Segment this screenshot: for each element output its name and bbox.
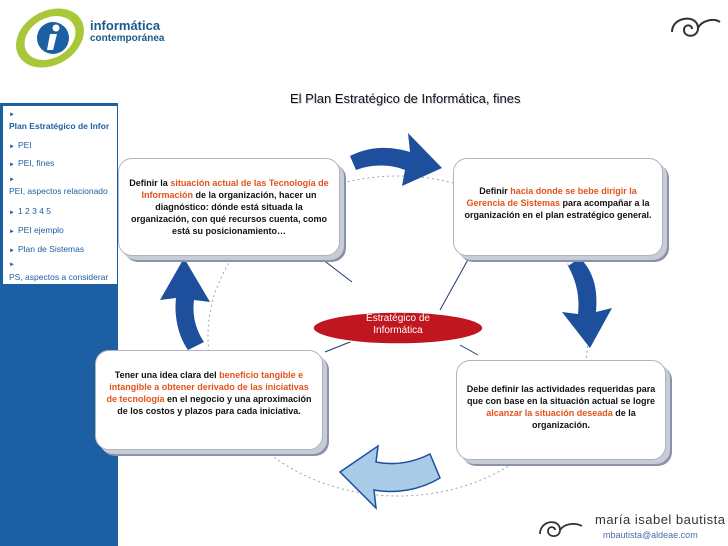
connector-line [317,255,353,283]
sidebar-item-pages[interactable]: ►1 2 3 4 5 [9,206,52,216]
author-email: mbautista@aldeae.com [603,530,698,540]
arrow-down-icon [562,258,612,348]
sidebar-panel: ► Plan Estratégico de Infor ►PEI ►PEI, f… [3,106,117,284]
sidebar-item-plan-sistemas[interactable]: ►Plan de Sistemas [9,244,85,254]
card-highlight: beneficio tangible e intangible a obtene… [106,370,309,404]
card-text: Debe definir las actividades requeridas … [466,384,656,406]
bullet-icon: ► [9,112,15,118]
card-highlight: alcanzar la situación deseada [486,408,613,418]
card-text: Tener una idea clara del [114,370,220,380]
connector-line [324,339,356,353]
card-text: de la organización. [531,408,636,430]
card-text: en el negocio y una aproximación de los … [117,394,312,416]
logo-title: informática [90,18,161,33]
logo-subtitle: contemporánea [90,33,165,44]
center-label-line2: Informática [373,325,423,336]
center-ellipse [312,311,484,345]
bullet-icon: ► [9,177,15,183]
card-highlight: hacia donde se bebe dirigir la Gerencia … [466,186,637,208]
card-direccion-gerencia: Definir hacia donde se bebe dirigir la G… [453,158,663,256]
swirl-icon [671,17,721,37]
card-text: Definir [479,186,511,196]
center-label: Estratégico de Informática [313,313,483,337]
arrow-right-icon [350,133,442,186]
bullet-icon: ► [9,248,15,254]
arrow-up-icon [160,258,210,350]
card-text: de la organización, hacer un diagnóstico… [130,190,328,236]
card-beneficio: Tener una idea clara del beneficio tangi… [95,350,323,450]
sidebar-item-pei[interactable]: ►PEI [9,140,32,150]
sidebar-item-pei-ejemplo[interactable]: ►PEI ejemplo [9,225,64,235]
bullet-icon: ► [9,210,15,216]
sidebar-item-pei-aspectos[interactable]: PEI, aspectos relacionado [9,186,108,196]
connector-line [459,344,479,356]
card-highlight: situación actual de las Tecnología de In… [141,178,329,200]
card-situacion-actual: Definir la situación actual de las Tecno… [118,158,340,256]
bullet-icon: ► [9,229,15,235]
card-text: Definir la [129,178,171,188]
logo [10,8,170,68]
bullet-icon: ► [9,262,15,268]
connector-line [439,255,471,311]
center-label-line1: Estratégico de [366,313,430,324]
slide-title: El Plan Estratégico de Informática, fine… [290,91,521,106]
bullet-icon: ► [9,144,15,150]
author-name: maría isabel bautista [595,512,726,527]
sidebar-item-ps-aspectos[interactable]: PS, aspectos a considerar [9,272,109,282]
sidebar-item-pei-fines[interactable]: ►PEI, fines [9,158,55,168]
swirl-icon [539,521,583,538]
bullet-icon: ► [9,162,15,168]
card-text: para acompañar a la organización en el p… [464,198,652,220]
info-logo-icon [16,8,84,68]
arrow-left-icon [338,444,441,511]
card-actividades: Debe definir las actividades requeridas … [456,360,666,460]
sidebar-item-plan-estrategico[interactable]: Plan Estratégico de Infor [9,121,110,131]
